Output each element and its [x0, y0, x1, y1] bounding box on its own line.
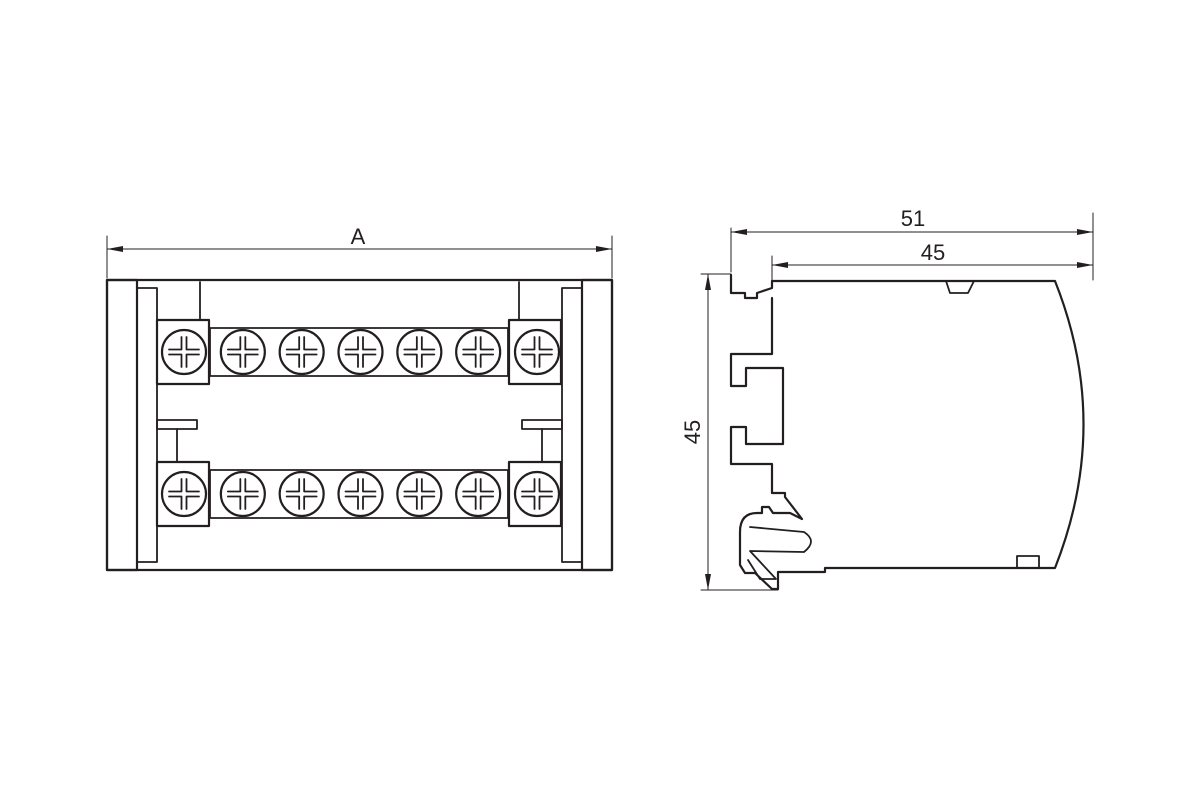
side-housing-outline: [729, 273, 1085, 591]
dimension-overall-depth-label: 51: [901, 206, 925, 231]
terminal-block-left-bottom: [155, 460, 211, 528]
screws-top: [160, 328, 561, 376]
terminal-block-right-bottom: [507, 460, 563, 528]
terminal-screw: [455, 470, 502, 518]
terminal-screw: [396, 470, 443, 518]
dimension-housing-depth: 45: [771, 240, 1094, 281]
left-inner-plate: [136, 287, 158, 563]
terminal-block-left-top: [155, 318, 211, 386]
dimension-width: A: [106, 224, 613, 279]
dimension-width-label: A: [351, 224, 366, 249]
left-end-cap: [105, 278, 139, 572]
middle-separator-left: [156, 419, 198, 463]
dimension-housing-depth-label: 45: [921, 240, 945, 265]
terminal-screw: [337, 328, 384, 376]
terminal-screw: [396, 328, 443, 376]
terminal-block-right-top: [507, 318, 563, 386]
terminal-screw: [160, 328, 208, 376]
front-view: A: [105, 224, 614, 572]
terminal-row-bottom: [155, 460, 563, 528]
terminal-screw: [160, 470, 208, 518]
terminal-screw: [513, 470, 561, 518]
dimension-height: 45: [680, 273, 779, 591]
right-end-cap: [580, 278, 614, 572]
right-inner-plate: [561, 287, 583, 563]
terminal-screw: [513, 328, 561, 376]
top-latch: [945, 280, 975, 294]
terminal-screw: [278, 328, 325, 376]
bottom-foot: [1016, 555, 1040, 569]
dimension-overall-depth: 51: [730, 206, 1094, 281]
terminal-screw: [337, 470, 384, 518]
terminal-screw: [219, 470, 266, 518]
middle-separator-right: [521, 419, 563, 463]
dimension-height-label: 45: [680, 420, 705, 444]
terminal-screw: [278, 470, 325, 518]
screws-bottom: [160, 470, 561, 518]
terminal-screw: [455, 328, 502, 376]
terminal-row-top: [155, 318, 563, 386]
terminal-screw: [219, 328, 266, 376]
din-clip-spring: [747, 526, 812, 580]
side-view: 51 45 45: [680, 206, 1094, 591]
